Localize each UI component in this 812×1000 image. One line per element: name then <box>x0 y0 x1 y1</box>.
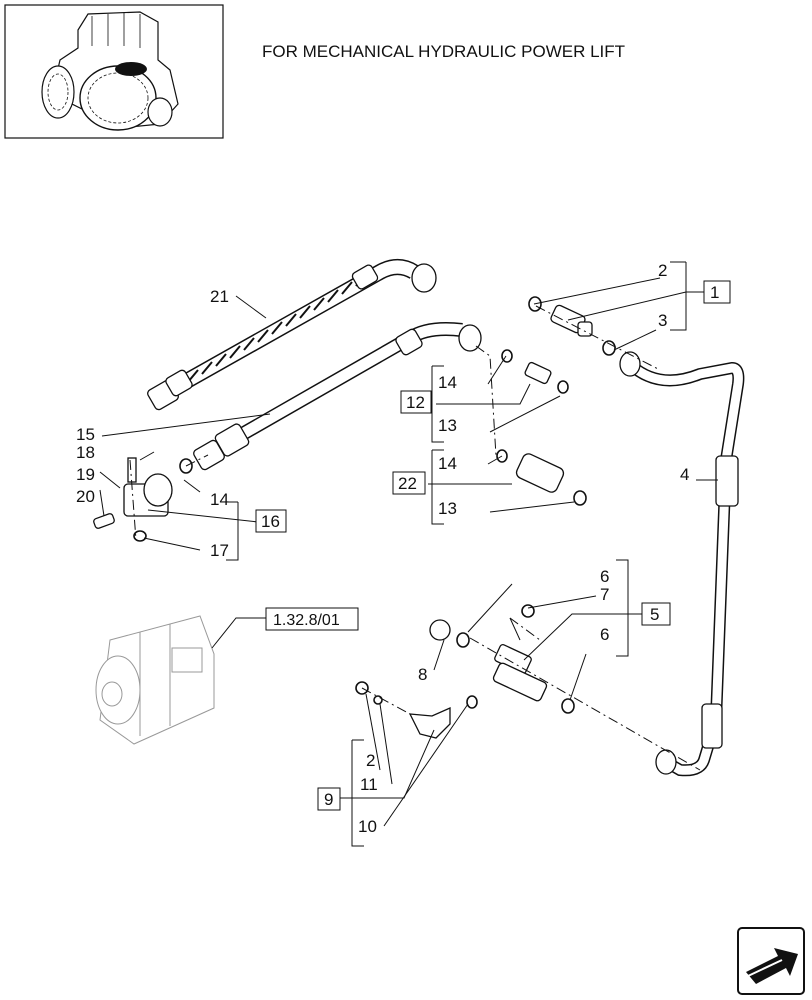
callout-6: 6 <box>600 567 609 586</box>
callout-4: 4 <box>680 465 689 484</box>
callout-15: 15 <box>76 425 95 444</box>
callout-2: 2 <box>366 751 375 770</box>
callout-14: 14 <box>438 373 457 392</box>
callout-13: 13 <box>438 499 457 518</box>
part-22-adapter <box>496 449 587 506</box>
tractor-thumbnail-icon <box>4 4 224 139</box>
callout-3: 3 <box>658 311 667 330</box>
part-16-block <box>93 457 193 542</box>
callout-21: 21 <box>210 287 229 306</box>
callout-13: 13 <box>438 416 457 435</box>
part-9-elbow <box>355 681 478 739</box>
box-16: 16 <box>261 512 280 531</box>
box-5: 5 <box>650 605 659 624</box>
hydraulic-pump-icon <box>95 615 215 745</box>
next-page-arrow-icon[interactable] <box>737 927 805 995</box>
part-21-protected-hose <box>147 259 437 411</box>
center-lines <box>129 305 701 771</box>
part-1-adapter <box>528 296 616 356</box>
page-title: FOR MECHANICAL HYDRAULIC POWER LIFT <box>262 42 625 61</box>
callout-2: 2 <box>658 261 667 280</box>
part-15-tube <box>193 322 482 471</box>
box-9: 9 <box>324 790 333 809</box>
callout-18: 18 <box>76 443 95 462</box>
callout-17: 17 <box>210 541 229 560</box>
boxed-labels: 1 12 22 16 5 9 1.32.8/01 <box>255 280 731 811</box>
box-12: 12 <box>406 393 425 412</box>
callout-14: 14 <box>210 490 229 509</box>
part-12-adapter <box>501 349 569 394</box>
callout-6: 6 <box>600 625 609 644</box>
callout-labels: 21 2 3 14 13 15 18 14 4 19 20 14 13 17 6… <box>76 261 689 836</box>
callout-10: 10 <box>358 817 377 836</box>
leader-lines <box>99 261 718 847</box>
callout-14: 14 <box>438 454 457 473</box>
part-5-tee <box>429 604 575 714</box>
box-1: 1 <box>710 283 719 302</box>
reference-box: 1.32.8/01 <box>273 612 340 629</box>
callout-8: 8 <box>418 665 427 684</box>
part-4-pipe <box>619 351 745 777</box>
callout-19: 19 <box>76 465 95 484</box>
callout-20: 20 <box>76 487 95 506</box>
box-22: 22 <box>398 474 417 493</box>
callout-11: 11 <box>360 775 378 794</box>
callout-7: 7 <box>600 585 609 604</box>
